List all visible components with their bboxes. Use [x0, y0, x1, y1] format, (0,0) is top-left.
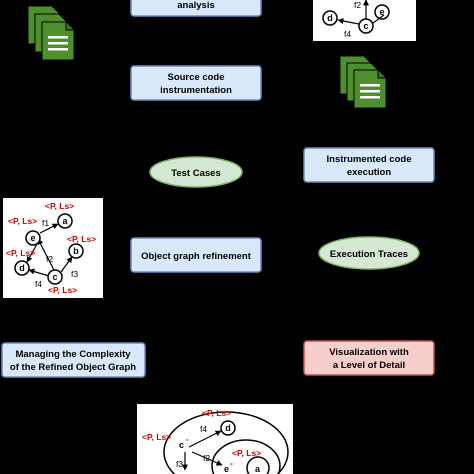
- graph-node-c-label: c: [52, 272, 57, 282]
- superscript-minus: -: [230, 458, 233, 468]
- managing-complexity-box: Managing the Complexity of the Refined O…: [1, 342, 146, 378]
- graph-node-c-label: c: [363, 21, 368, 31]
- instrumented-code-execution-box: Instrumented code execution: [303, 147, 435, 183]
- edge-label-f4: f4: [200, 424, 207, 434]
- analysis-box: analysis: [130, 0, 262, 17]
- annotation-pls: <P, Ls>: [232, 448, 261, 458]
- graph-node-d: [220, 420, 236, 436]
- graph-node-a-label: a: [255, 464, 261, 474]
- annotation-pls: <P, Ls>: [202, 408, 231, 418]
- analysis-label: analysis: [177, 0, 215, 11]
- managing-label-line2: of the Refined Object Graph: [10, 362, 136, 373]
- annotation-pls: <P, Ls>: [6, 248, 35, 258]
- graph-node-e-label: e: [30, 233, 35, 243]
- graph-node-e-label: e: [379, 7, 384, 17]
- source-code-label-line1: Source code: [167, 72, 224, 83]
- managing-label-line1: Managing the Complexity: [15, 349, 131, 360]
- document-stack-icon-2: [339, 55, 387, 109]
- edge-label-f4: f4: [35, 279, 42, 289]
- graph-node-d-label: d: [327, 13, 333, 23]
- graph-node-b-label: b: [73, 246, 79, 256]
- refinement-label: Object graph refinement: [141, 251, 252, 262]
- graph-node-d: [322, 10, 338, 26]
- edge-label-f2: f2: [354, 0, 361, 10]
- visualization-box: Visualization with a Level of Detail: [303, 340, 435, 376]
- graph-node-a-label: a: [62, 216, 68, 226]
- visualization-label-line2: a Level of Detail: [333, 360, 405, 371]
- annotation-pls: <P, Ls>: [67, 234, 96, 244]
- graph-node-d-label: d: [19, 263, 25, 273]
- annotation-pls: <P, Ls>: [142, 432, 171, 442]
- source-code-instrumentation-box: Source code instrumentation: [130, 65, 262, 101]
- edge-label-f2: f2: [46, 254, 53, 264]
- graph-node-b: [68, 243, 84, 259]
- graph-node-c-label: c: [179, 440, 184, 450]
- visualization-label-line1: Visualization with: [329, 347, 409, 358]
- test-cases-artifact: Test Cases: [149, 156, 243, 188]
- execution-traces-artifact: Execution Traces: [318, 236, 420, 270]
- graph-node-c: [47, 269, 63, 285]
- test-cases-label: Test Cases: [171, 168, 220, 179]
- edge-label-f3: f3: [71, 269, 78, 279]
- graph-panel-top: d c e f2 f4: [313, 0, 416, 41]
- edge-label-f4: f4: [344, 29, 351, 39]
- source-code-label-line2: instrumentation: [160, 85, 232, 96]
- graph-node-e-label: e: [224, 464, 229, 474]
- annotation-pls: <P, Ls>: [48, 285, 77, 295]
- graph-node-d: [14, 260, 30, 276]
- graph-node-e: [374, 4, 390, 20]
- superscript-minus: -: [186, 434, 189, 444]
- edge-label-f1: f1: [42, 218, 49, 228]
- edge-label-f2: f2: [203, 453, 210, 463]
- document-stack-icon: [27, 5, 75, 61]
- instrumented-label-line1: Instrumented code: [327, 154, 412, 165]
- graph-panel-bottom: d c - e - a f4 f3 f2 <P, Ls> <P, Ls> <P,…: [137, 404, 293, 474]
- graph-panel-left: e a b d c f1 f2 f3 f4 <P, Ls> <P, Ls> <P…: [3, 198, 103, 298]
- annotation-pls: <P, Ls>: [45, 201, 74, 211]
- edge-label-f3: f3: [176, 459, 183, 469]
- annotation-pls: <P, Ls>: [8, 216, 37, 226]
- graph-node-d-label: d: [225, 423, 231, 433]
- graph-node-a: [57, 213, 73, 229]
- execution-traces-label: Execution Traces: [330, 249, 408, 260]
- graph-node-e: [25, 230, 41, 246]
- object-graph-refinement-box: Object graph refinement: [130, 237, 262, 273]
- instrumented-label-line2: execution: [347, 167, 392, 178]
